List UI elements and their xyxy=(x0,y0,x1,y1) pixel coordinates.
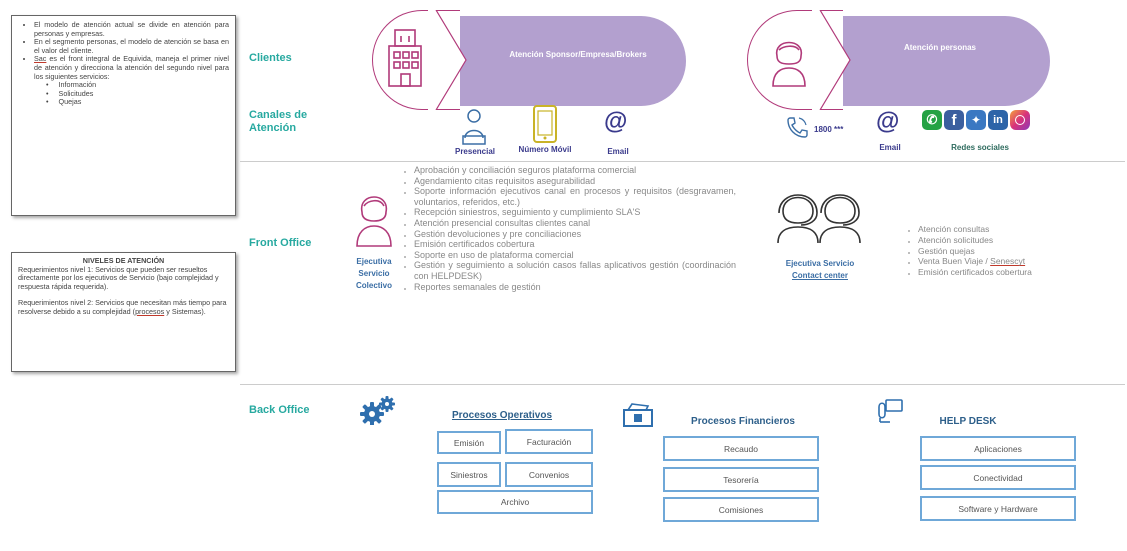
task-item: Aprobación y conciliación seguros plataf… xyxy=(414,165,736,176)
box-software-hardware: Software y Hardware xyxy=(920,496,1076,521)
agent-label-contact-center: Ejecutiva Servicio Contact center xyxy=(785,259,855,280)
whatsapp-icon: ✆ xyxy=(922,110,942,130)
task-item: Venta Buen Viaje / Senescyt xyxy=(918,256,1127,267)
pill-label: Atención Sponsor/Empresa/Brokers xyxy=(509,50,647,59)
mobile-phone-icon xyxy=(533,105,557,143)
phone-number: 1800 *** xyxy=(814,125,844,134)
headset-agents-icon xyxy=(777,194,861,244)
client-pill-personas: Atención personas xyxy=(830,16,1050,106)
level-2-text: Requerimientos nivel 2: Servicios que ne… xyxy=(18,298,227,316)
linkedin-icon: in xyxy=(988,110,1008,130)
chevron-shape xyxy=(812,10,851,110)
channel-label-presencial: Presencial xyxy=(454,147,496,156)
task-item: Gestión devoluciones y pre conciliacione… xyxy=(414,229,736,240)
channel-label-email: Email xyxy=(607,147,629,156)
sac-term: Sac xyxy=(34,54,47,64)
box-facturacion: Facturación xyxy=(505,429,593,454)
phone-icon xyxy=(787,117,808,138)
box-siniestros: Siniestros xyxy=(437,462,501,487)
task-item: Recepción siniestros, seguimiento y cump… xyxy=(414,207,736,218)
chevron-shape xyxy=(428,10,467,110)
helpdesk-icon xyxy=(878,399,903,423)
facebook-icon: f xyxy=(944,110,964,130)
service-item: Información xyxy=(59,81,229,90)
section-clientes: Clientes xyxy=(249,52,292,64)
service-item: Quejas xyxy=(59,98,229,107)
levels-box: NIVELES DE ATENCIÓN Requerimientos nivel… xyxy=(11,252,236,372)
finance-icon xyxy=(623,403,653,427)
info-bullet: En el segmento personas, el modelo de at… xyxy=(34,37,229,55)
front-right-tasks: Atención consultas Atención solicitudes … xyxy=(902,224,1127,278)
twitter-icon: ✦ xyxy=(966,110,986,130)
box-comisiones: Comisiones xyxy=(663,497,819,522)
section-canales: Canales de Atención xyxy=(249,109,308,134)
section-back-office: Back Office xyxy=(249,404,310,416)
building-icon xyxy=(388,29,422,87)
channel-label-redes: Redes sociales xyxy=(951,143,1009,152)
info-box: El modelo de atención actual se divide e… xyxy=(11,15,236,216)
helpdesk-title: HELP DESK xyxy=(939,416,997,427)
divider xyxy=(240,161,1125,162)
task-item: Emisión certificados cobertura xyxy=(918,267,1127,278)
box-tesoreria: Tesorería xyxy=(663,467,819,492)
agent-icon xyxy=(356,196,392,247)
info-bullet: Sac es el front integral de Equivida, ma… xyxy=(34,55,229,81)
service-item: Solicitudes xyxy=(59,89,229,99)
person-icon xyxy=(772,41,806,87)
gears-icon xyxy=(360,396,395,425)
divider xyxy=(240,384,1125,385)
box-convenios: Convenios xyxy=(505,462,593,487)
task-item: Gestión quejas xyxy=(918,246,1127,257)
social-icons: ✆ f ✦ in xyxy=(920,110,1055,136)
box-recaudo: Recaudo xyxy=(663,436,819,461)
front-left-tasks: Aprobación y conciliación seguros plataf… xyxy=(398,165,736,292)
task-item: Reportes semanales de gestión xyxy=(414,282,736,293)
level-1-text: Requerimientos nivel 1: Servicios que pu… xyxy=(18,264,219,291)
task-item: Soporte información ejecutivos canal en … xyxy=(414,186,736,207)
agent-label-colectivo: Ejecutiva Servicio Colectivo xyxy=(355,257,392,290)
pill-label: Atención personas xyxy=(903,43,976,52)
procesos-operativos-title: Procesos Operativos xyxy=(451,410,553,421)
task-item: Atención presencial consultas clientes c… xyxy=(414,218,736,229)
at-icon: @ xyxy=(876,108,900,135)
at-icon: @ xyxy=(604,108,628,135)
task-item: Atención solicitudes xyxy=(918,235,1127,246)
task-item: Soporte en uso de plataforma comercial xyxy=(414,250,736,261)
client-pill-empresas: Atención Sponsor/Empresa/Brokers xyxy=(440,16,686,106)
box-aplicaciones: Aplicaciones xyxy=(920,436,1076,461)
procesos-financieros-title: Procesos Financieros xyxy=(691,416,795,427)
box-conectividad: Conectividad xyxy=(920,465,1076,490)
channel-label-email-personas: Email xyxy=(879,143,901,152)
task-item: Emisión certificados cobertura xyxy=(414,239,736,250)
instagram-icon xyxy=(1010,110,1030,130)
levels-title: NIVELES DE ATENCIÓN xyxy=(82,256,165,265)
channel-label-movil: Número Móvil xyxy=(518,145,572,154)
box-archivo: Archivo xyxy=(437,490,593,514)
person-desk-icon xyxy=(462,109,486,145)
info-bullet: El modelo de atención actual se divide e… xyxy=(34,20,229,38)
task-item: Gestión y seguimiento a solución casos f… xyxy=(414,260,736,281)
section-front-office: Front Office xyxy=(249,237,312,249)
task-item: Atención consultas xyxy=(918,224,1127,235)
box-emision: Emisión xyxy=(437,431,501,454)
task-item: Agendamiento citas requisitos asegurabil… xyxy=(414,176,736,187)
